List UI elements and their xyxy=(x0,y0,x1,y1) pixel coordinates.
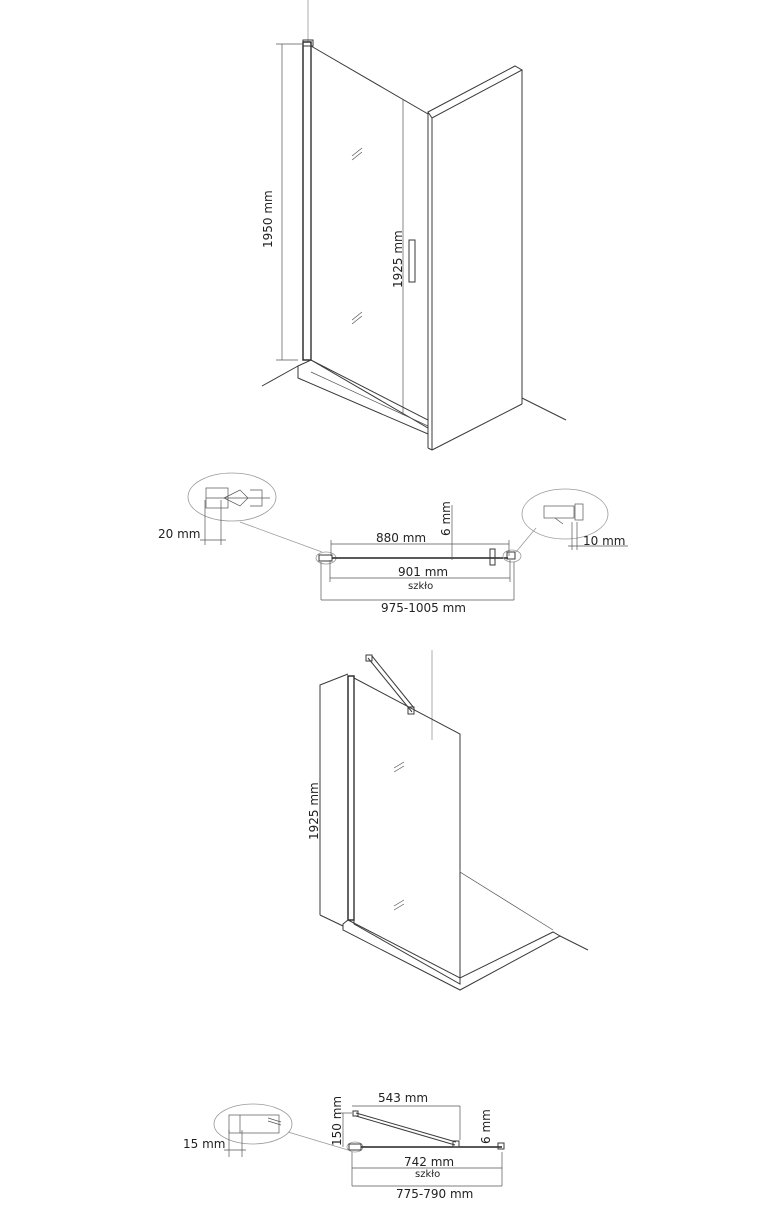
detail-left-profile xyxy=(228,1114,282,1134)
right-wall-top xyxy=(427,65,524,119)
dim-total-range: 775-790 mm xyxy=(396,1187,473,1201)
dim-glass-thickness: 6 mm xyxy=(439,501,453,536)
dim-detail-left: 20 mm xyxy=(158,527,200,541)
dim-door-width: 880 mm xyxy=(376,531,426,545)
dim-glass-width: 901 mm xyxy=(398,565,448,579)
floor-line-right xyxy=(521,397,567,421)
dim-arm-offset: 150 mm xyxy=(330,1096,344,1146)
panel-plan-view: 15 mm 543 mm 150 mm 6 mm 742 mm szkło 77… xyxy=(183,1091,505,1201)
door-isometric-view: 1950 mm 1925 mm xyxy=(261,0,567,451)
profile-cap xyxy=(302,39,314,47)
glass-label: szkło xyxy=(408,581,433,592)
glass-reflection-mark xyxy=(351,147,363,325)
glass-reflection-mark xyxy=(393,761,405,911)
panel-isometric-view: 1925 mm xyxy=(307,650,589,991)
shower-tray xyxy=(342,919,562,991)
handle-plan xyxy=(489,548,496,566)
dim-detail-left: 15 mm xyxy=(183,1137,225,1151)
detail-circle-left xyxy=(213,1103,293,1145)
floor-line xyxy=(559,935,589,951)
dim-arm-length: 543 mm xyxy=(378,1091,428,1105)
door-handle xyxy=(408,239,416,283)
dim-glass-thickness: 6 mm xyxy=(479,1109,493,1144)
dim-total-range: 975-1005 mm xyxy=(381,601,466,615)
detail-circle-right xyxy=(521,488,609,540)
floor-line-left xyxy=(261,365,299,387)
dim-detail-right: 10 mm xyxy=(583,534,625,548)
door-glass xyxy=(310,45,429,429)
stabilizer-arm xyxy=(367,657,413,713)
dim-door-height: 1925 mm xyxy=(391,230,405,288)
door-plan-view: 20 mm 10 mm 880 mm 6 mm 901 mm szkło 975… xyxy=(158,472,628,615)
dim-total-height: 1950 mm xyxy=(261,190,275,248)
detail-circle-left xyxy=(187,472,277,522)
detail-right-profile xyxy=(543,503,584,525)
detail-left-profile xyxy=(205,487,270,509)
panel-glass xyxy=(353,677,461,985)
glass-label: szkło xyxy=(415,1169,440,1180)
panel-wall-profile xyxy=(347,675,355,921)
door-wall-profile xyxy=(302,41,312,361)
dim-panel-height: 1925 mm xyxy=(307,782,321,840)
stabilizer-arm-plan xyxy=(355,1112,457,1143)
left-wall xyxy=(319,673,349,915)
dim-glass-width: 742 mm xyxy=(404,1155,454,1169)
shower-tray xyxy=(297,359,429,435)
